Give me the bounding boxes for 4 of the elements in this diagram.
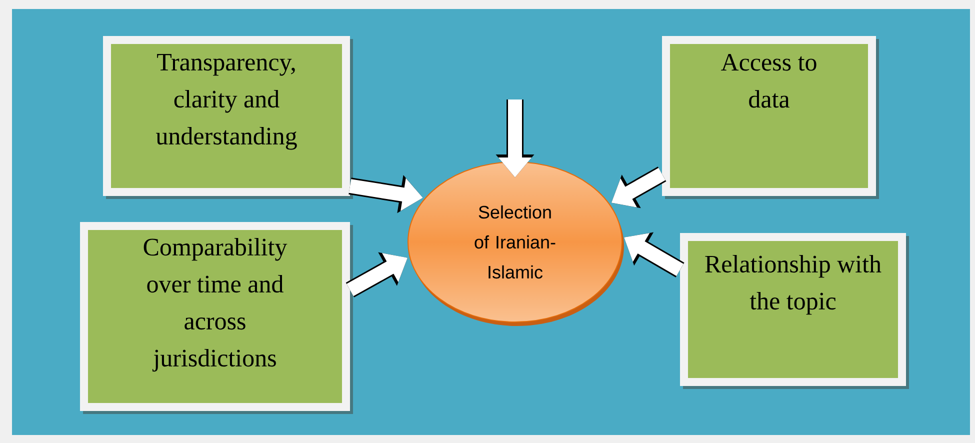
text-box: Transparency, clarity and understanding — [103, 36, 353, 199]
text-box: Comparability over time and across jurisdictions — [80, 222, 353, 414]
text-box: Relationship with the topic — [680, 232, 909, 389]
text-box: Access to data — [662, 36, 879, 199]
